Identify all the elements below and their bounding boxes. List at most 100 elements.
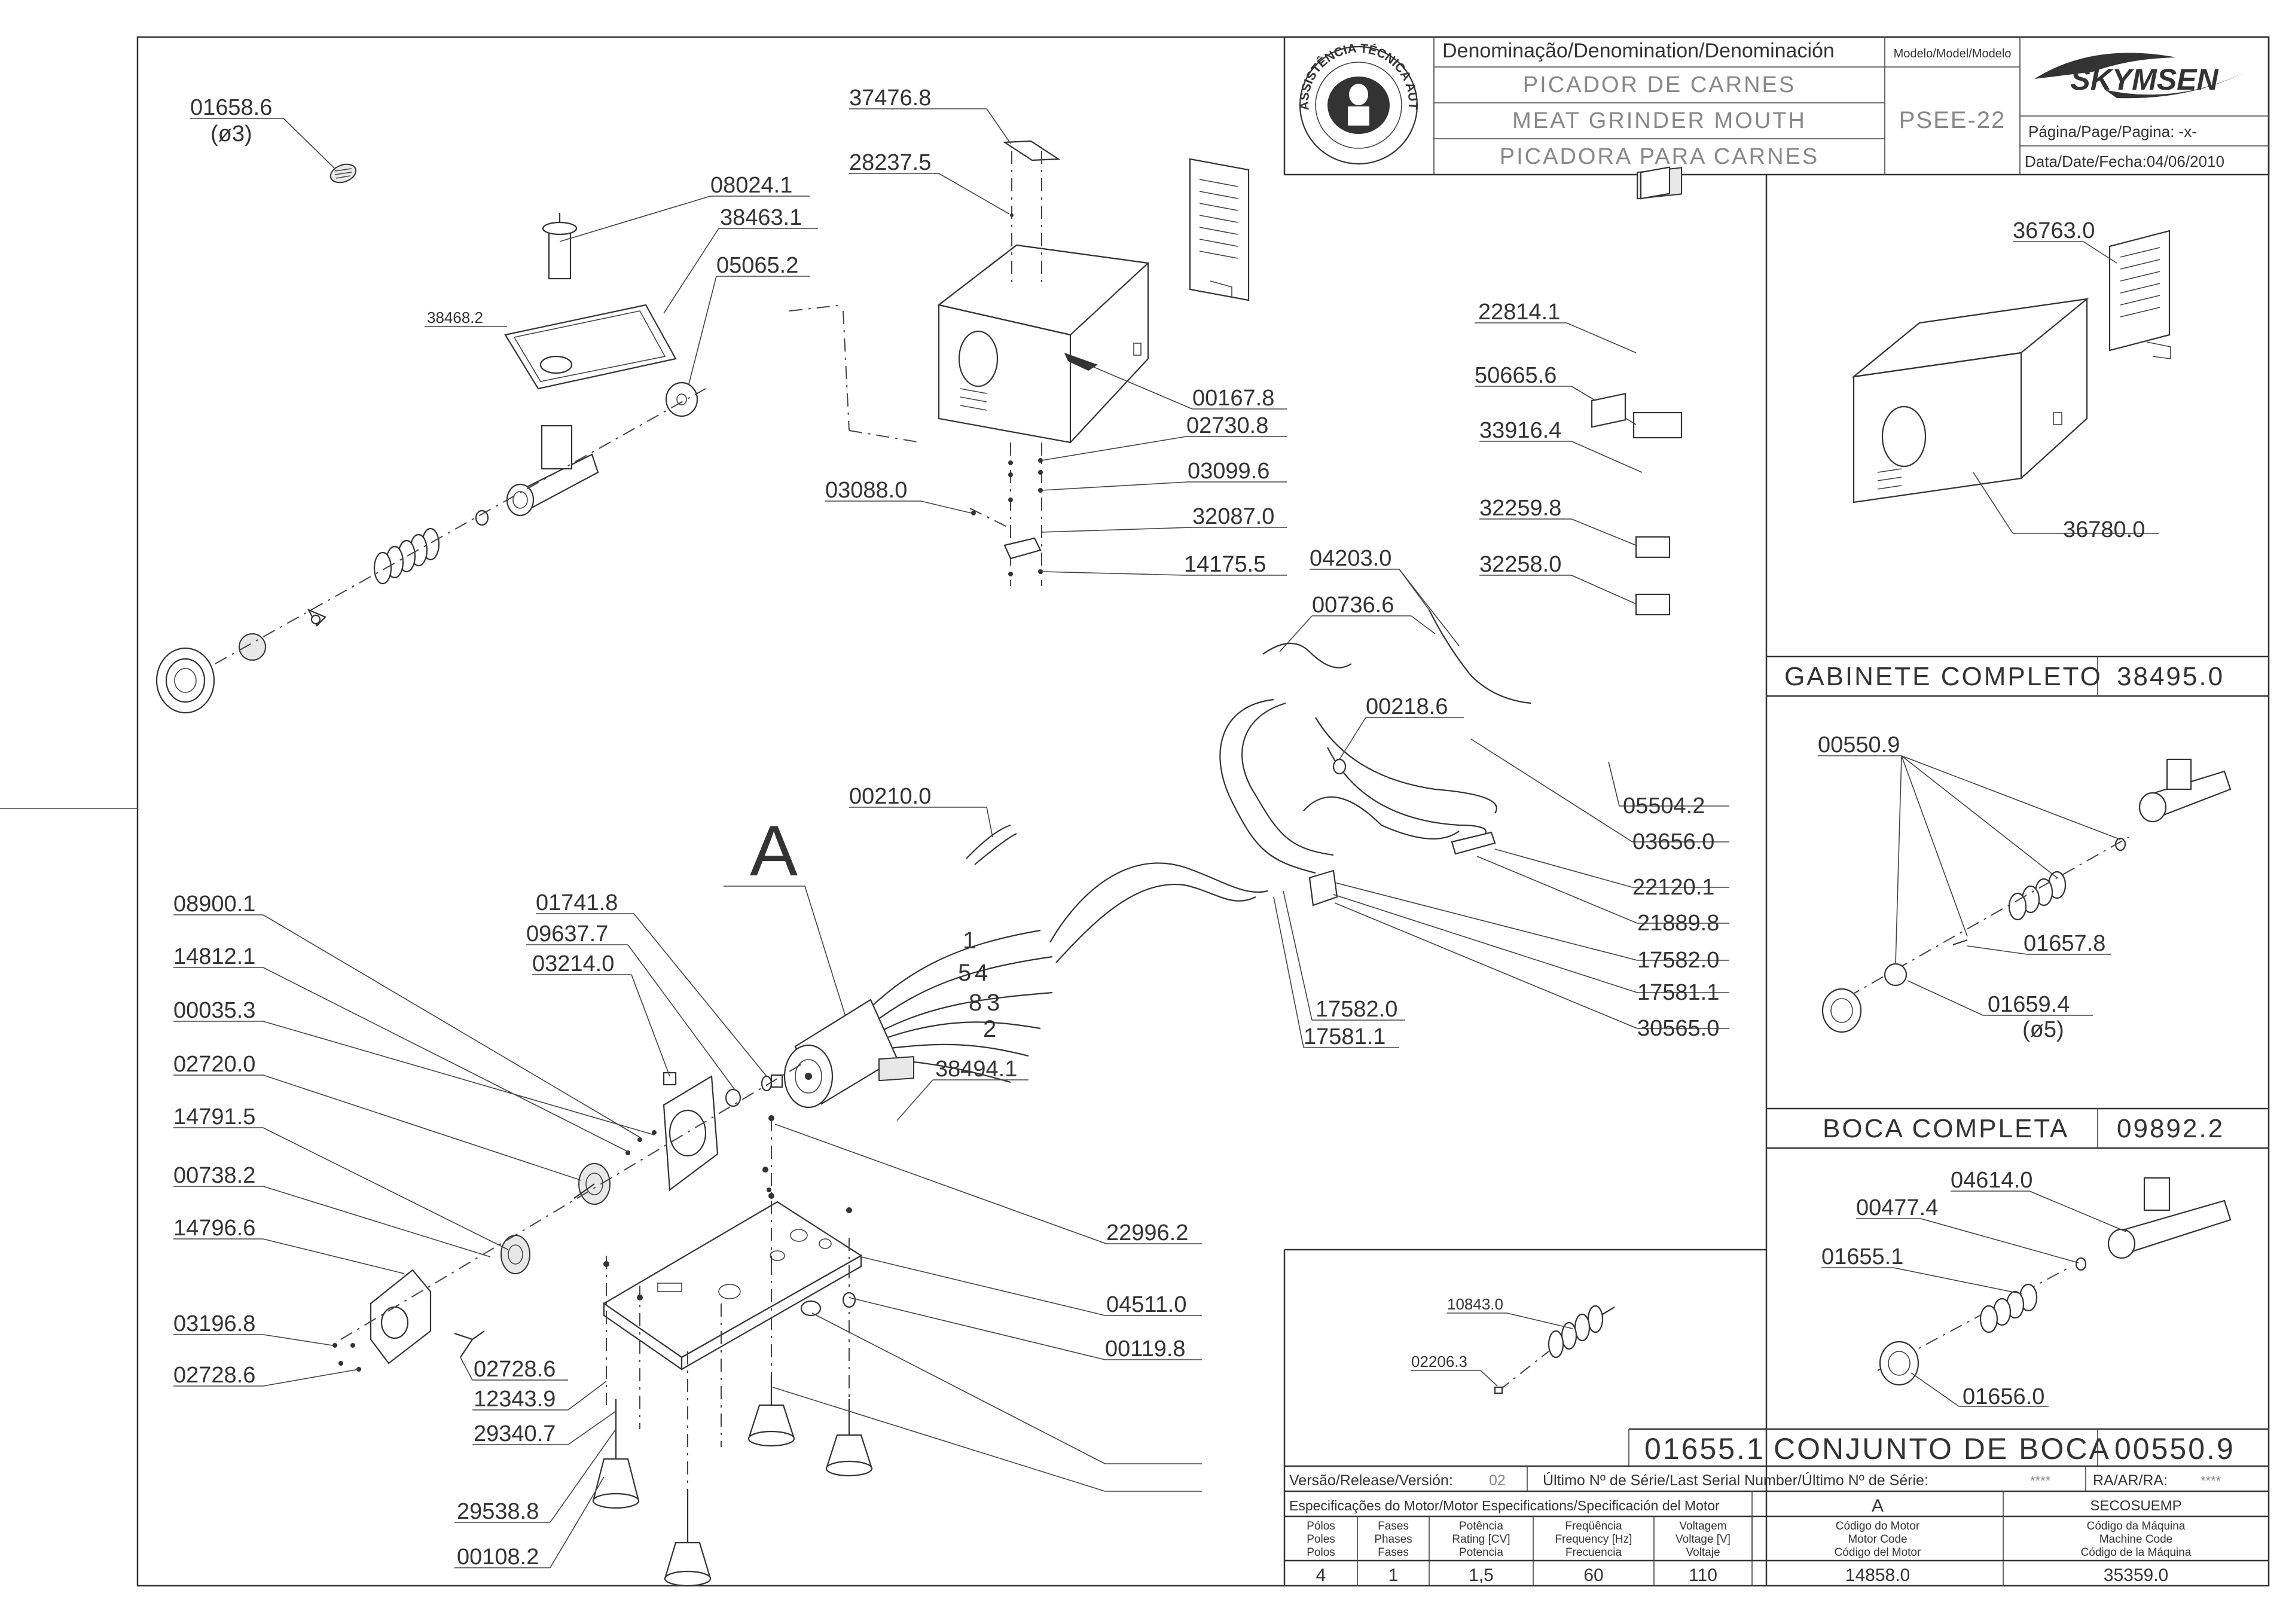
part-label: 04203.0 bbox=[1310, 546, 1391, 571]
spec-label: Rating [CV] bbox=[1452, 1533, 1510, 1546]
spec-label: Voltage [V] bbox=[1676, 1533, 1731, 1546]
mouth-set-title: CONJUNTO DE BOCA bbox=[1774, 1432, 2111, 1466]
mouth-complete-drawing: 00550.9 01657.8 01659.4 (ø5) BOCA COMPLE… bbox=[1818, 732, 2232, 1143]
wire-number: 1 bbox=[963, 927, 976, 954]
svg-text:A: A bbox=[1872, 1496, 1884, 1516]
part-label: 00035.3 bbox=[173, 998, 255, 1023]
part-label: 29538.8 bbox=[457, 1499, 539, 1524]
part-label: 30565.0 bbox=[1637, 1016, 1719, 1041]
spec-label: Código del Motor bbox=[1835, 1546, 1921, 1559]
page-label: Página/Page/Pagina: -x- bbox=[2028, 123, 2197, 141]
date-label: Data/Date/Fecha:04/06/2010 bbox=[2025, 152, 2224, 170]
denomination-header: Denominação/Denomination/Denominación bbox=[1442, 39, 1835, 62]
part-label: 03214.0 bbox=[532, 951, 614, 976]
part-label: 17581.1 bbox=[1304, 1024, 1385, 1049]
name-en: MEAT GRINDER MOUTH bbox=[1512, 108, 1806, 133]
part-label: 14791.5 bbox=[173, 1104, 255, 1130]
wiring-harness: 04203.0 00736.6 00218.6 05504.2 03656.0 … bbox=[1049, 392, 1729, 1049]
svg-text:Especificações do Motor/Motor: Especificações do Motor/Motor Especifica… bbox=[1289, 1498, 1720, 1513]
spec-label: Machine Code bbox=[2099, 1533, 2173, 1546]
name-es: PICADORA PARA CARNES bbox=[1500, 144, 1819, 169]
spec-label: Código do Motor bbox=[1836, 1520, 1920, 1533]
spec-label: Fases bbox=[1378, 1546, 1409, 1559]
part-label: 01741.8 bbox=[536, 890, 618, 915]
part-label: 28237.5 bbox=[849, 150, 931, 175]
part-label: 21889.8 bbox=[1637, 911, 1719, 936]
part-label: 00550.9 bbox=[1818, 732, 1900, 758]
spec-value: 1 bbox=[1388, 1565, 1399, 1585]
part-label: 02206.3 bbox=[1411, 1353, 1467, 1370]
part-label: 08024.1 bbox=[710, 173, 792, 198]
part-label: 02730.8 bbox=[1186, 413, 1268, 438]
part-label: 01659.4 bbox=[1988, 992, 2070, 1017]
part-label: 00738.2 bbox=[173, 1163, 255, 1188]
part-label: 01657.8 bbox=[2024, 931, 2105, 956]
svg-text:02: 02 bbox=[1489, 1472, 1506, 1489]
part-label: 02728.6 bbox=[173, 1363, 255, 1388]
model-header: Modelo/Model/Modelo bbox=[1894, 47, 2012, 60]
spec-label: Phases bbox=[1374, 1533, 1412, 1546]
spec-label: Voltaje bbox=[1686, 1546, 1720, 1559]
part-label: 38463.1 bbox=[720, 205, 802, 230]
title-block: ASSISTÊNCIA TÉCNICA AUTORIZADA Denominaç… bbox=[0, 0, 2270, 176]
svg-text:SECOSUEMP: SECOSUEMP bbox=[2090, 1498, 2181, 1514]
skymsen-logo: SKYMSEN bbox=[2034, 53, 2246, 99]
spec-label: Potencia bbox=[1459, 1546, 1503, 1559]
spec-label: Frequency [Hz] bbox=[1555, 1533, 1632, 1546]
spec-label: Poles bbox=[1307, 1533, 1335, 1546]
part-label: 03099.6 bbox=[1188, 459, 1269, 484]
svg-text:ASSISTÊNCIA TÉCNICA AUTORIZADA: ASSISTÊNCIA TÉCNICA AUTORIZADA bbox=[0, 0, 1420, 111]
part-label: 22120.1 bbox=[1632, 875, 1714, 900]
part-label: 29340.7 bbox=[474, 1421, 556, 1446]
part-label: 00736.6 bbox=[1312, 593, 1394, 618]
model-value: PSEE-22 bbox=[1899, 107, 2006, 133]
part-label: 38468.2 bbox=[427, 309, 483, 326]
part-label: 01655.1 bbox=[1821, 1244, 1903, 1269]
svg-text:Versão/Release/Versión:: Versão/Release/Versión: bbox=[1289, 1472, 1453, 1489]
part-label: 38494.1 bbox=[935, 1057, 1017, 1082]
main-cabinet: 37476.8 28237.5 00167.8 02730.8 03099.6 … bbox=[825, 86, 1287, 586]
spec-value: 60 bbox=[1583, 1565, 1603, 1585]
part-label: 08900.1 bbox=[173, 892, 255, 917]
motor-assembly: 00210.0 A 1 5 4 8 3 2 bbox=[173, 784, 1202, 1587]
part-label: 12343.9 bbox=[474, 1387, 556, 1412]
part-label: 14796.6 bbox=[173, 1216, 255, 1241]
part-label: (ø3) bbox=[210, 121, 252, 146]
wire-number: 8 bbox=[969, 990, 982, 1016]
spec-label: Pólos bbox=[1307, 1520, 1335, 1533]
svg-text:****: **** bbox=[2201, 1473, 2221, 1488]
part-label: 05065.2 bbox=[716, 253, 798, 278]
part-label: 17582.0 bbox=[1316, 997, 1397, 1022]
part-label: 14175.5 bbox=[1184, 552, 1266, 577]
part-label: 14812.1 bbox=[173, 944, 255, 969]
mouth-set-drawing: 04614.0 00477.4 01655.1 01656.0 10843.0 … bbox=[1411, 1168, 2233, 1466]
part-label: 05504.2 bbox=[1623, 793, 1705, 819]
name-pt: PICADOR DE CARNES bbox=[1523, 72, 1796, 97]
stickers: 22814.1 50665.6 33916.4 32259.8 32258.0 bbox=[1475, 166, 1683, 616]
release-row: Versão/Release/Versión: 02 Último Nº de … bbox=[1289, 1472, 2221, 1489]
svg-text:Último Nº de Série/Last Serial: Último Nº de Série/Last Serial Number/Úl… bbox=[1543, 1472, 1928, 1489]
part-label: (ø5) bbox=[2022, 1017, 2064, 1042]
mouth-code: 09892.2 bbox=[2117, 1114, 2224, 1143]
svg-text:SKYMSEN: SKYMSEN bbox=[2070, 63, 2218, 96]
part-label: 00477.4 bbox=[1856, 1195, 1938, 1220]
part-label: 17581.1 bbox=[1637, 980, 1719, 1005]
svg-text:RA/AR/RA:: RA/AR/RA: bbox=[2093, 1472, 2168, 1489]
spec-value: 4 bbox=[1316, 1565, 1326, 1585]
part-label: 00167.8 bbox=[1192, 386, 1274, 411]
part-label: 32087.0 bbox=[1192, 504, 1274, 529]
part-label: 00210.0 bbox=[849, 784, 931, 809]
part-label: 01658.6 bbox=[190, 95, 272, 120]
spec-value: 35359.0 bbox=[2104, 1565, 2168, 1585]
spec-value: 110 bbox=[1689, 1565, 1717, 1585]
mouth-title: BOCA COMPLETA bbox=[1823, 1114, 2069, 1143]
part-label: 22996.2 bbox=[1106, 1220, 1188, 1246]
wire-number: 4 bbox=[975, 960, 988, 986]
motor-ref-letter: A bbox=[750, 811, 798, 891]
cabinet-code: 38495.0 bbox=[2117, 662, 2224, 691]
part-label: 32259.8 bbox=[1479, 496, 1561, 521]
part-label: 09637.7 bbox=[526, 921, 608, 947]
svg-text:****: **** bbox=[2030, 1473, 2051, 1488]
part-label: 03088.0 bbox=[825, 478, 907, 503]
wire-number: 5 bbox=[958, 960, 971, 986]
